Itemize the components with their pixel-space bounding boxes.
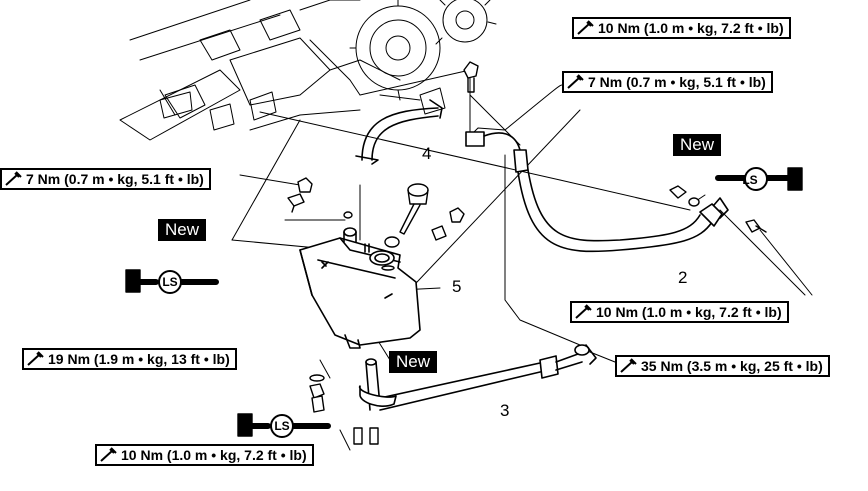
new-part-tag: New	[673, 134, 722, 156]
torque-spec: 10 Nm (1.0 m • kg, 7.2 ft • lb)	[572, 17, 791, 39]
new-part-tag: New	[389, 351, 438, 373]
torque-spec-text: 10 Nm (1.0 m • kg, 7.2 ft • lb)	[596, 304, 782, 320]
part-callout-5: 5	[452, 277, 462, 296]
part-callout-4: 4	[422, 144, 432, 163]
part-callout-2: 2	[678, 268, 688, 287]
torque-wrench-icon	[620, 358, 637, 373]
new-part-tag: New	[158, 219, 207, 241]
torque-spec-text: 7 Nm (0.7 m • kg, 5.1 ft • lb)	[26, 171, 204, 187]
torque-spec: 7 Nm (0.7 m • kg, 5.1 ft • lb)	[0, 168, 211, 190]
torque-wrench-icon	[567, 74, 584, 89]
torque-spec: 19 Nm (1.9 m • kg, 13 ft • lb)	[22, 348, 237, 370]
ls-symbol-label: LS	[742, 173, 757, 187]
torque-wrench-icon	[5, 171, 22, 186]
torque-spec: 7 Nm (0.7 m • kg, 5.1 ft • lb)	[562, 71, 773, 93]
torque-wrench-icon	[577, 20, 594, 35]
torque-spec: 10 Nm (1.0 m • kg, 7.2 ft • lb)	[95, 444, 314, 466]
bolts	[287, 61, 767, 445]
torque-spec-text: 35 Nm (3.5 m • kg, 25 ft • lb)	[641, 358, 823, 374]
torque-spec-text: 10 Nm (1.0 m • kg, 7.2 ft • lb)	[121, 447, 307, 463]
torque-spec-text: 10 Nm (1.0 m • kg, 7.2 ft • lb)	[598, 20, 784, 36]
hose-2	[465, 84, 729, 253]
torque-wrench-icon	[100, 447, 117, 462]
hose-3	[359, 344, 597, 411]
lithium-soap-grease-icon	[125, 167, 803, 438]
part-callout-3: 3	[500, 401, 510, 420]
torque-spec-text: 7 Nm (0.7 m • kg, 5.1 ft • lb)	[588, 74, 766, 90]
torque-wrench-icon	[27, 351, 44, 366]
torque-spec: 10 Nm (1.0 m • kg, 7.2 ft • lb)	[570, 301, 789, 323]
reservoir-tank	[299, 227, 421, 349]
ls-symbol-label: LS	[162, 275, 177, 289]
torque-spec: 35 Nm (3.5 m • kg, 25 ft • lb)	[615, 355, 830, 377]
hose-4	[355, 99, 443, 165]
engine-case-outline	[119, 0, 497, 141]
torque-spec-text: 19 Nm (1.9 m • kg, 13 ft • lb)	[48, 351, 230, 367]
reservoir-cap	[384, 183, 429, 248]
torque-wrench-icon	[575, 304, 592, 319]
ls-symbol-label: LS	[274, 419, 289, 433]
